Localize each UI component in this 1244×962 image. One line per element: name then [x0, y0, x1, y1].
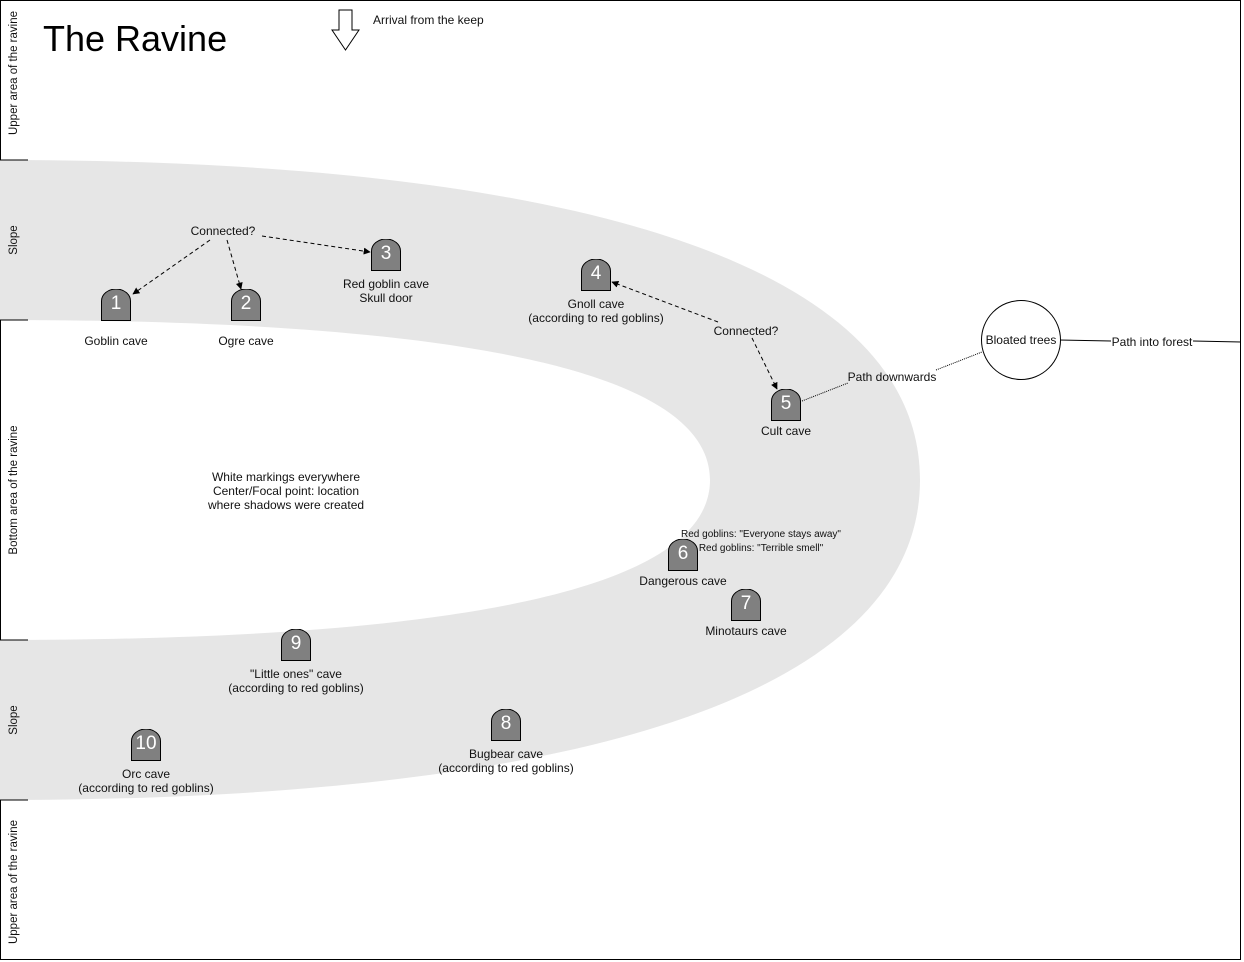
connection-arrow [611, 280, 719, 323]
cave-label: Ogre cave [218, 334, 274, 348]
cave-number: 6 [677, 543, 689, 564]
cave-marker[interactable]: 8 [491, 709, 521, 741]
cave-number: 7 [740, 593, 752, 614]
ravine-band [0, 160, 920, 800]
connection-arrow [226, 239, 243, 290]
cave-number: 5 [780, 393, 792, 414]
zone-label-upper-top: Upper area of the ravine [8, 10, 20, 136]
cave-marker[interactable]: 3 [371, 239, 401, 271]
connected-label-left: Connected? [190, 224, 256, 238]
bloated-trees-label: Bloated trees [985, 333, 1057, 347]
path-downwards-line [801, 382, 849, 402]
zone-label-bottom: Bottom area of the ravine [8, 425, 20, 555]
path-into-forest-label: Path into forest [1111, 335, 1193, 349]
zone-label-upper-bottom: Upper area of the ravine [8, 819, 20, 945]
arrival-label: Arrival from the keep [373, 13, 484, 27]
connection-arrow [132, 239, 211, 295]
connection-arrow [751, 337, 778, 390]
connected-label-right: Connected? [713, 324, 779, 338]
cave-label: Minotaurs cave [705, 624, 787, 638]
map-title: The Ravine [43, 18, 228, 59]
cave6-note-2: Red goblins: "Terrible smell" [698, 543, 824, 554]
cave-label: Bugbear cave (according to red goblins) [438, 747, 574, 775]
cave-number: 4 [590, 263, 602, 284]
cave-number: 2 [240, 293, 252, 314]
cave-label: Orc cave (according to red goblins) [78, 767, 214, 795]
cave-label: Goblin cave [84, 334, 148, 348]
path-downwards-line [935, 351, 983, 371]
bloated-trees-node[interactable]: Bloated trees [981, 300, 1061, 380]
cave-marker[interactable]: 1 [101, 289, 131, 321]
cave-label: "Little ones" cave (according to red gob… [228, 667, 364, 695]
cave-marker[interactable]: 7 [731, 589, 761, 621]
cave-label: Cult cave [760, 424, 812, 438]
path-downwards-label: Path downwards [847, 370, 937, 384]
cave-marker[interactable]: 10 [131, 729, 161, 761]
cave-number: 1 [110, 293, 122, 314]
center-note: White markings everywhere Center/Focal p… [207, 470, 365, 512]
cave-number: 3 [380, 243, 392, 264]
cave-label: Dangerous cave [639, 574, 727, 588]
cave-label: Red goblin cave Skull door [342, 277, 430, 305]
path-into-forest-line [1192, 340, 1242, 343]
cave-number: 9 [290, 633, 302, 654]
zone-label-slope-top: Slope [8, 225, 20, 255]
cave-marker[interactable]: 6 [668, 539, 698, 571]
cave-marker[interactable]: 4 [581, 259, 611, 291]
cave6-note-1: Red goblins: "Everyone stays away" [681, 529, 841, 540]
cave-marker[interactable]: 2 [231, 289, 261, 321]
arrival-arrow-icon [331, 9, 360, 51]
cave-number: 10 [135, 733, 157, 754]
zone-label-slope-bottom: Slope [8, 705, 20, 735]
path-into-forest-line [1058, 339, 1112, 342]
cave-marker[interactable]: 9 [281, 629, 311, 661]
cave-number: 8 [500, 713, 512, 734]
cave-marker[interactable]: 5 [771, 389, 801, 421]
cave-label: Gnoll cave (according to red goblins) [528, 297, 664, 325]
